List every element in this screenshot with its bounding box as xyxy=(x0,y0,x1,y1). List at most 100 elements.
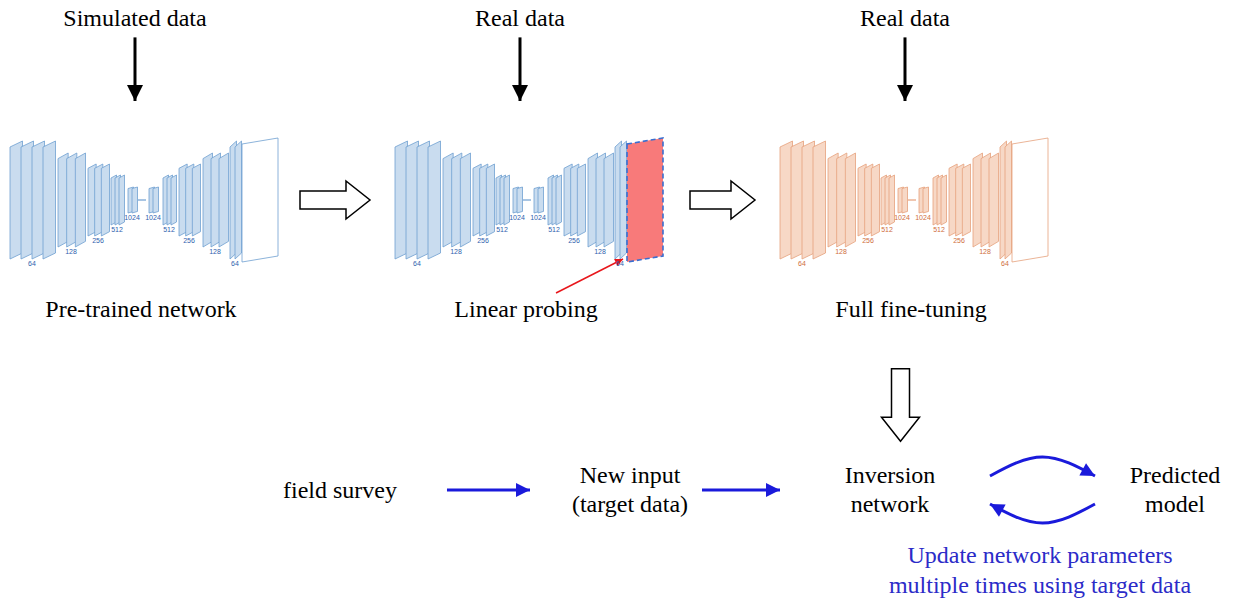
node-text: Real data xyxy=(475,4,565,33)
channel-count: 128 xyxy=(65,248,77,255)
node-text: Simulated data xyxy=(63,4,206,33)
node-text: field survey xyxy=(283,476,397,505)
update-loop-arrow xyxy=(990,457,1095,476)
flow-arrow xyxy=(447,488,530,491)
bottleneck-arrow xyxy=(908,199,916,200)
channel-count: 1024 xyxy=(509,214,525,221)
feature-map xyxy=(486,164,494,236)
feature-map xyxy=(153,187,159,213)
channel-count: 128 xyxy=(979,248,991,255)
feature-map xyxy=(192,164,200,236)
channel-count: 1024 xyxy=(894,214,910,221)
feature-map xyxy=(620,141,627,259)
leader-arrow xyxy=(556,259,623,293)
flow-arrow xyxy=(702,489,780,492)
feature-map xyxy=(962,164,970,236)
feature-map xyxy=(219,153,229,247)
node-text: Pre-trained network xyxy=(10,295,272,324)
feature-map xyxy=(577,164,585,236)
channel-count: 256 xyxy=(92,237,104,244)
network-block: Pre-trained network xyxy=(10,105,272,324)
channel-count: 256 xyxy=(183,237,195,244)
feature-map xyxy=(604,153,614,247)
feature-map xyxy=(845,153,855,247)
feature-map xyxy=(813,141,826,259)
feature-map xyxy=(902,187,908,213)
bottleneck-arrow xyxy=(138,199,146,200)
feature-map xyxy=(871,164,879,236)
stage-arrow xyxy=(690,181,755,219)
network-illustrations xyxy=(10,138,1048,262)
feature-map xyxy=(119,175,125,225)
bottleneck-arrow xyxy=(523,199,531,200)
stage-arrow xyxy=(882,369,920,441)
feature-map xyxy=(923,187,929,213)
channel-count: 512 xyxy=(881,226,893,233)
text-node: Inversion network xyxy=(830,461,950,519)
output-layer xyxy=(242,138,278,262)
output-layer xyxy=(1012,138,1048,262)
channel-count: 64 xyxy=(798,260,806,267)
channel-count: 64 xyxy=(616,260,624,267)
channel-count: 1024 xyxy=(145,214,161,221)
network-block: Linear probing xyxy=(395,105,657,324)
unet-figure xyxy=(395,138,663,262)
data-arrow xyxy=(903,37,906,101)
channel-count: 1024 xyxy=(124,214,140,221)
node-text: Inversion network xyxy=(830,461,950,519)
unet-figure xyxy=(780,138,1048,262)
channel-count: 512 xyxy=(496,226,508,233)
channel-count: 128 xyxy=(835,248,847,255)
feature-map xyxy=(460,153,470,247)
unet-figure xyxy=(10,138,278,262)
channel-count: 128 xyxy=(209,248,221,255)
channel-count: 512 xyxy=(933,226,945,233)
channel-count: 64 xyxy=(28,260,36,267)
text-node: Simulated data xyxy=(63,4,206,33)
feature-map xyxy=(504,175,510,225)
feature-map xyxy=(1005,141,1012,259)
node-text: Full fine-tuning xyxy=(780,295,1042,324)
network-block: Full fine-tuning xyxy=(780,105,1042,324)
feature-map xyxy=(132,187,138,213)
channel-count: 256 xyxy=(477,237,489,244)
channel-count: 512 xyxy=(163,226,175,233)
node-text: New input (target data) xyxy=(560,461,700,519)
channel-count: 1024 xyxy=(530,214,546,221)
node-text: Predicted model xyxy=(1120,461,1230,519)
channel-count: 64 xyxy=(413,260,421,267)
feature-map xyxy=(989,153,999,247)
node-text: Linear probing xyxy=(395,295,657,324)
output-layer xyxy=(627,138,663,262)
feature-map xyxy=(889,175,895,225)
data-arrow xyxy=(518,37,521,101)
connectors xyxy=(135,37,1095,523)
note-text: Update network parameters multiple times… xyxy=(870,540,1210,600)
channel-count: 64 xyxy=(1001,260,1009,267)
channel-count: 512 xyxy=(548,226,560,233)
channel-count: 128 xyxy=(450,248,462,255)
update-loop-arrow xyxy=(990,504,1095,523)
feature-map xyxy=(428,141,441,259)
feature-map xyxy=(538,187,544,213)
channel-count: 256 xyxy=(568,237,580,244)
channel-count: 256 xyxy=(862,237,874,244)
text-node: Real data xyxy=(860,4,950,33)
feature-map xyxy=(43,141,56,259)
text-node: New input (target data) xyxy=(560,461,700,519)
channel-count: 256 xyxy=(953,237,965,244)
feature-map xyxy=(517,187,523,213)
stage-arrow xyxy=(300,181,370,219)
feature-map xyxy=(75,153,85,247)
text-node: field survey xyxy=(283,476,397,505)
node-text: Real data xyxy=(860,4,950,33)
feature-map xyxy=(235,141,242,259)
feature-map xyxy=(556,175,562,225)
feature-map xyxy=(171,175,177,225)
feature-map xyxy=(101,164,109,236)
text-node: Real data xyxy=(475,4,565,33)
channel-count: 64 xyxy=(231,260,239,267)
channel-count: 512 xyxy=(111,226,123,233)
text-node: Predicted model xyxy=(1120,461,1230,519)
